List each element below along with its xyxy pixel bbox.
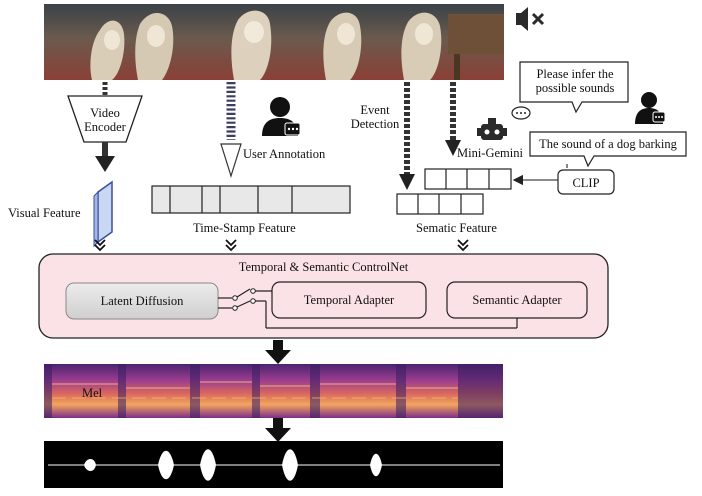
clip-label: CLIP	[572, 176, 600, 190]
switch-icon	[218, 288, 518, 329]
chevron-down-icon	[457, 239, 469, 252]
clip-box	[557, 169, 615, 195]
video-frame	[212, 4, 296, 80]
arrow-to-waveform	[265, 418, 291, 442]
speaker-muted-icon	[516, 7, 545, 31]
encoder-arrow	[95, 142, 115, 172]
chat-bubble-icon	[511, 106, 531, 120]
semantic-adapter-label: Semantic Adapter	[472, 293, 562, 307]
controlnet-title: Temporal & Semantic ControlNet	[238, 260, 409, 274]
video-encoder-block	[67, 95, 143, 143]
video-encoder-label: Video Encoder	[84, 106, 126, 134]
video-frame	[380, 4, 504, 80]
semantic-adapter-box	[446, 281, 588, 319]
robot-icon	[477, 118, 507, 140]
arrow-to-mel	[265, 340, 291, 364]
video-frames	[44, 4, 504, 80]
dashed-hollow-arrow	[220, 82, 242, 179]
user-icon	[262, 97, 301, 136]
dashed-arrow-right	[445, 82, 461, 156]
prompt-bubble-text: Please infer the possible sounds	[535, 67, 615, 95]
event-detection-label: Event Detection	[350, 103, 400, 131]
sematic-feature-label: Sematic Feature	[416, 221, 497, 235]
visual-feature-label: Visual Feature	[8, 206, 81, 220]
dashed-arrow-left	[399, 82, 415, 190]
temporal-adapter-label: Temporal Adapter	[303, 293, 395, 307]
visual-feature-block	[93, 180, 113, 248]
video-frame	[296, 4, 380, 80]
video-frame	[128, 4, 212, 80]
chevron-down-icon	[94, 239, 106, 252]
audio-waveform	[44, 441, 503, 488]
chevron-down-icon	[225, 239, 237, 252]
prompt-speech-bubble	[519, 61, 629, 114]
time-stamp-feature-block	[151, 185, 351, 214]
latent-diffusion-box	[65, 282, 219, 320]
semantic-feature-block-top	[424, 168, 512, 190]
latent-diffusion-label: Latent Diffusion	[100, 294, 184, 308]
mel-spectrogram	[44, 364, 503, 418]
video-frame	[44, 4, 128, 80]
mini-gemini-label: Mini-Gemini	[457, 146, 523, 160]
user-annotation-label: User Annotation	[243, 147, 326, 161]
answer-speech-bubble	[529, 131, 687, 168]
answer-bubble-text: The sound of a dog barking	[539, 137, 677, 151]
mel-label: Mel	[82, 386, 103, 400]
time-stamp-feature-label: Time-Stamp Feature	[193, 221, 296, 235]
semantic-feature-block-bottom	[396, 193, 484, 215]
user-icon	[635, 92, 666, 124]
temporal-adapter-box	[271, 281, 427, 319]
clip-connector	[512, 164, 568, 186]
